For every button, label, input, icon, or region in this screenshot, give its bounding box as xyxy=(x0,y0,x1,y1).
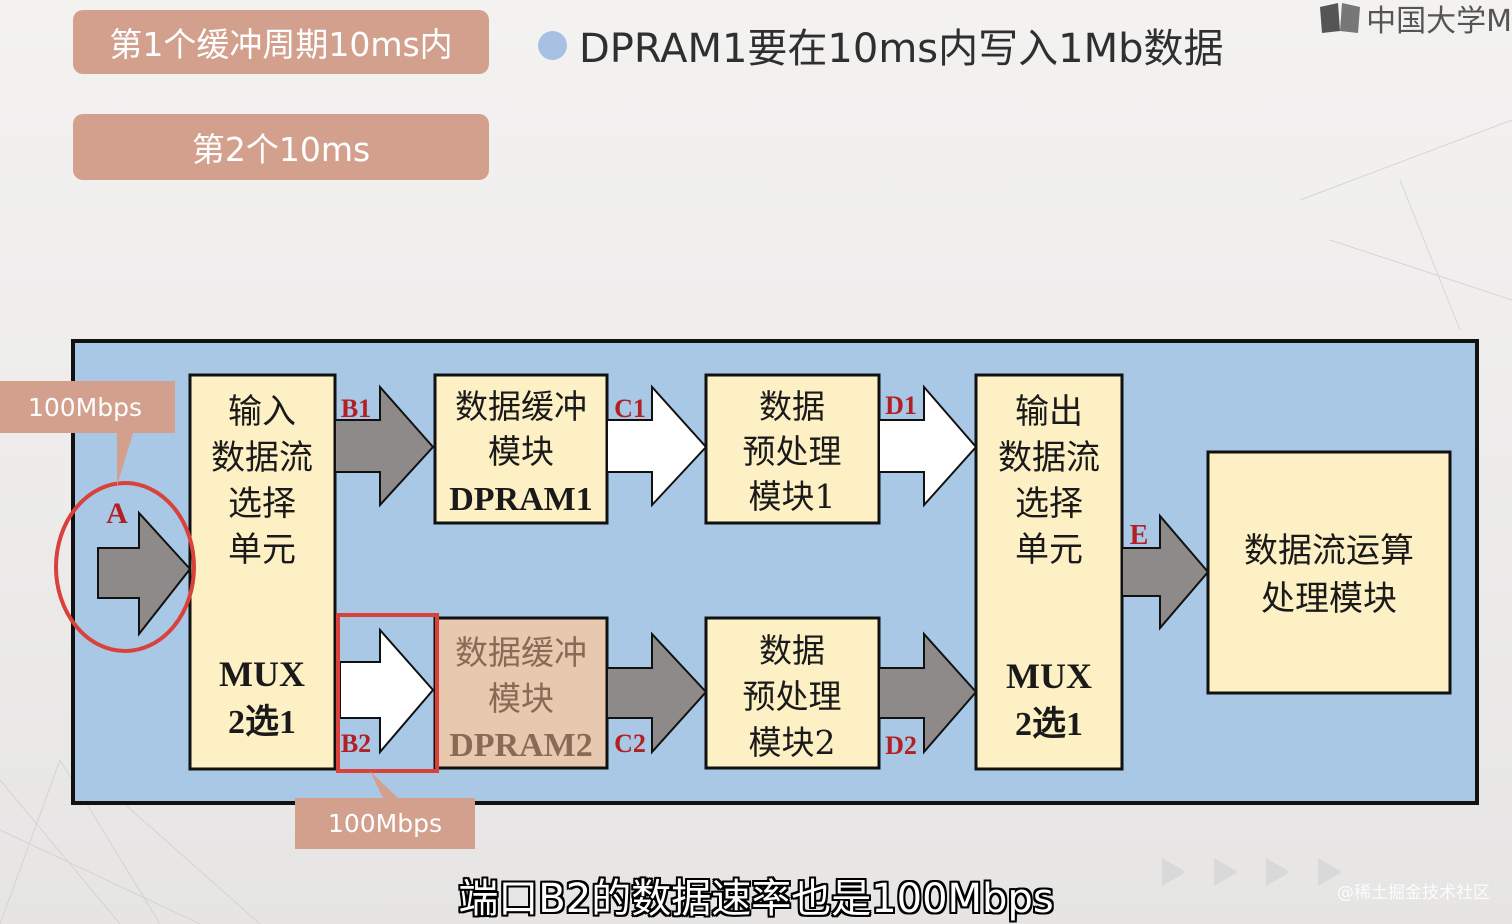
highlight-box-b2 xyxy=(336,613,439,773)
output-block-line-2: 数据流 xyxy=(998,438,1100,478)
callout-a: 100Mbps xyxy=(0,381,175,486)
book-logo-icon xyxy=(1320,3,1361,33)
arrow-b1 xyxy=(334,384,435,508)
arrow-c1 xyxy=(606,384,708,508)
input-mux-select: 2选1 xyxy=(228,703,296,741)
arrow-d1 xyxy=(878,384,978,508)
buffer-block-dpram1: 数据缓冲 模块 DPRAM1 xyxy=(433,373,609,525)
output-block-line-3: 选择 xyxy=(1015,484,1083,524)
input-block-line-3: 选择 xyxy=(228,484,296,524)
buffer2-line-2: 模块 xyxy=(488,679,554,718)
play-icon xyxy=(1318,858,1342,886)
port-e-label: E xyxy=(1130,520,1149,551)
callout-a-text: 100Mbps xyxy=(28,393,142,422)
watermark: @稀土掘金技术社区 xyxy=(1337,883,1490,903)
port-d2-label: D2 xyxy=(885,731,917,760)
arrow-e xyxy=(1121,513,1210,631)
output-block-line-4: 单元 xyxy=(1015,530,1083,570)
pre1-line-1: 数据 xyxy=(759,387,825,426)
pre2-line-2: 预处理 xyxy=(743,677,842,716)
callout-b2: 100Mbps xyxy=(295,771,475,849)
play-icon xyxy=(1162,858,1186,886)
input-arrow-a xyxy=(97,510,192,637)
arrow-c2 xyxy=(606,631,708,755)
buffer-block-dpram2: 数据缓冲 模块 DPRAM2 xyxy=(433,616,609,770)
arrow-b2 xyxy=(339,627,435,755)
buffer1-line-2: 模块 xyxy=(488,432,554,471)
input-mux-label: MUX xyxy=(219,654,305,694)
callout-b2-text: 100Mbps xyxy=(328,809,442,838)
port-a-label: A xyxy=(106,497,128,530)
input-block-line-2: 数据流 xyxy=(211,438,313,478)
preprocess-block-2: 数据 预处理 模块2 xyxy=(704,616,881,770)
bullet-dot-icon xyxy=(538,30,567,60)
compute-block: 数据流运算 处理模块 xyxy=(1206,450,1452,695)
port-b1-label: B1 xyxy=(341,394,371,423)
bullet-point: DPRAM1要在10ms内写入1Mb数据 xyxy=(538,16,1223,74)
port-b2-label: B2 xyxy=(341,729,371,758)
mooc-logo: 中国大学M xyxy=(1318,0,1512,39)
pre2-line-1: 数据 xyxy=(759,631,825,670)
port-d1-label: D1 xyxy=(885,391,917,420)
output-mux-block: 输出 数据流 选择 单元 MUX 2选1 xyxy=(974,373,1124,771)
video-subtitle: 端口B2的数据速率也是100Mbps xyxy=(458,876,1054,922)
decorative-arrows xyxy=(1162,858,1342,886)
input-block-line-4: 单元 xyxy=(228,530,296,570)
buffer2-name: DPRAM2 xyxy=(449,727,593,764)
input-block-line-1: 输入 xyxy=(228,392,296,432)
pre2-line-3: 模块2 xyxy=(749,723,836,762)
output-mux-select: 2选1 xyxy=(1015,705,1083,743)
input-mux-block: 输入 数据流 选择 单元 MUX 2选1 xyxy=(188,373,337,771)
output-block-line-1: 输出 xyxy=(1015,392,1083,432)
port-c1-label: C1 xyxy=(614,394,646,423)
buffer-period-2-label: 第2个10ms xyxy=(73,114,489,180)
arrow-d2 xyxy=(878,631,978,755)
compute-line-1: 数据流运算 xyxy=(1244,531,1414,571)
play-icon xyxy=(1214,858,1238,886)
preprocess-block-1: 数据 预处理 模块1 xyxy=(704,373,881,525)
buffer2-line-1: 数据缓冲 xyxy=(455,633,587,672)
bullet-text: DPRAM1要在10ms内写入1Mb数据 xyxy=(579,26,1224,72)
logo-text: 中国大学M xyxy=(1366,4,1512,39)
output-mux-label: MUX xyxy=(1006,656,1092,696)
port-c2-label: C2 xyxy=(614,729,646,758)
buffer1-name: DPRAM1 xyxy=(449,481,593,518)
highlight-circle-a xyxy=(54,481,196,653)
play-icon xyxy=(1266,858,1290,886)
buffer1-line-1: 数据缓冲 xyxy=(455,387,587,426)
pre1-line-3: 模块1 xyxy=(749,477,836,516)
pre1-line-2: 预处理 xyxy=(743,432,842,471)
compute-line-2: 处理模块 xyxy=(1261,579,1397,619)
buffer-period-1-label: 第1个缓冲周期10ms内 xyxy=(73,10,489,74)
